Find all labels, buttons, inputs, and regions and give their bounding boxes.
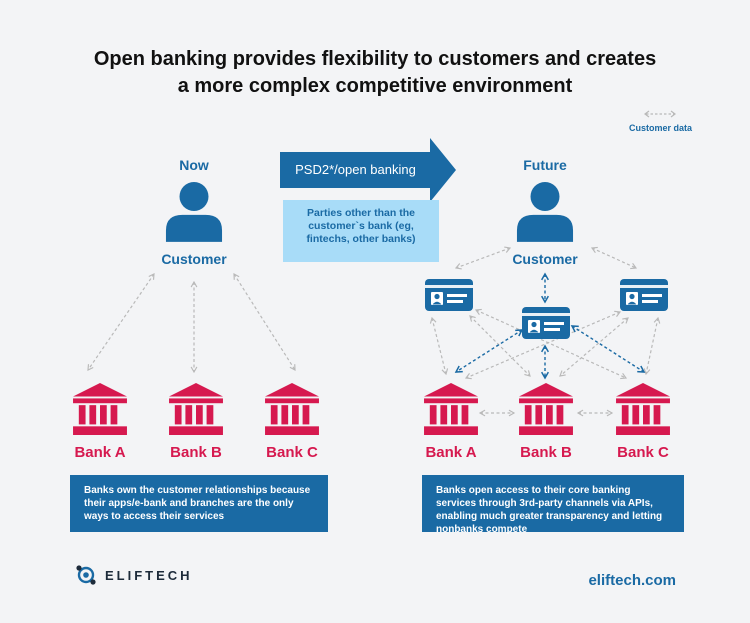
future-bank-a-icon [424,383,478,435]
eliftech-logo: ELIFTECH [75,564,193,586]
now-customer-person-icon [165,182,223,242]
legend-label: Customer data [628,123,692,133]
future-description-box: Banks open access to their core banking … [422,475,684,535]
now-description-box: Banks own the customer relationships bec… [70,475,328,532]
now-bank-c-label: Bank C [266,444,318,461]
future-heading: Future [523,157,567,173]
future-bank-c-icon [616,383,670,435]
legend: Customer data [629,110,692,133]
now-connectors [87,273,296,374]
connector-card-right-bank-b [559,317,629,377]
future-card-right-id-card-icon [620,279,668,311]
future-bank-a-label: Bank A [425,444,477,461]
connector-card-right-bank-c [643,316,661,376]
logo-text: ELIFTECH [105,567,193,583]
future-card-center-id-card-icon [522,307,570,339]
connector-future-customer-card-left [454,246,512,270]
future-card-left-id-card-icon [425,279,473,311]
future-customer-label: Customer [512,251,578,267]
now-bank-a-label: Bank A [74,444,126,461]
page-title: Open banking provides flexibility to cus… [0,46,750,100]
future-bank-b-label: Bank B [520,444,572,461]
eliftech-logo-icon [76,565,96,585]
now-customer-label: Customer [161,251,227,267]
connector-card-left-bank-b [469,315,531,377]
future-connectors-blue [454,272,646,380]
connector-now-customer-bank-a [87,273,155,371]
third-parties-bubble: Parties other than the customer`s bank (… [283,200,439,262]
future-customer-person-icon [516,182,574,242]
now-bank-b-label: Bank B [170,444,222,461]
connector-now-customer-bank-c [233,273,296,371]
connector-card-left-bank-a [429,316,449,376]
future-bank-b-icon [519,383,573,435]
psd2-arrow-label: PSD2*/open banking [295,162,416,177]
future-bank-c-label: Bank C [617,444,669,461]
connector-card-center-bank-a [454,329,524,373]
now-bank-a-icon [73,383,127,435]
legend-arrow-icon [644,110,677,118]
psd2-arrow-shape [280,138,456,202]
title-line-1: Open banking provides flexibility to cus… [93,48,657,70]
now-bank-b-icon [169,383,223,435]
website-link[interactable]: eliftech.com [588,572,676,589]
title-line-2: a more complex competitive environment [177,75,573,97]
connector-card-center-bank-c [570,325,646,373]
now-heading: Now [179,157,209,173]
now-bank-c-icon [265,383,319,435]
connector-future-customer-card-right [590,246,638,270]
